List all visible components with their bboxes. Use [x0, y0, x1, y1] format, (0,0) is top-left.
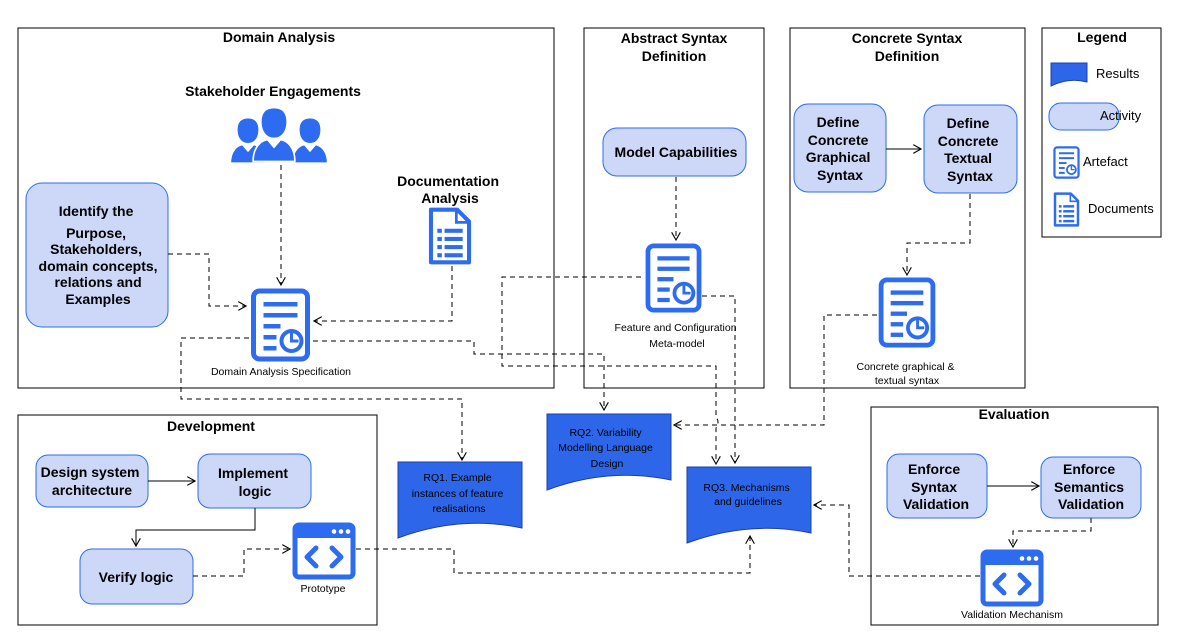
domain-analysis-frame: Domain Analysis — [17, 27, 555, 389]
metamodel-label: Feature and Configuration Meta-model — [615, 322, 740, 350]
people-icon — [229, 106, 329, 164]
define-graphical-syntax-activity: Define Concrete Graphical Syntax — [793, 103, 887, 193]
enforce-semantics-activity: Enforce Semantics Validation — [1040, 456, 1142, 519]
concrete-syntax-title-line1: Concrete Syntax — [852, 30, 963, 46]
legend-results: Results — [1050, 62, 1140, 87]
document-icon — [1053, 192, 1080, 227]
rq1-result: RQ1. Example instances of feature realis… — [397, 461, 523, 539]
rq2-text: RQ2. Variability Modelling Language Desi… — [558, 427, 656, 470]
legend-title: Legend — [1077, 29, 1127, 45]
enforce-syntax-text: Enforce Syntax Validation — [903, 461, 969, 512]
artefact-icon — [1053, 146, 1080, 179]
documentation-document-icon — [431, 210, 469, 263]
prototype-artefact: Prototype — [295, 525, 353, 595]
stakeholder-engagements-label: Stakeholder Engagements — [185, 83, 361, 99]
legend-documents-label: Documents — [1088, 201, 1154, 216]
identify-purpose-text: Identify the Purpose, Stakeholders, doma… — [39, 203, 162, 307]
legend-documents: Documents — [1053, 192, 1154, 227]
abstract-syntax-frame: Abstract Syntax Definition — [583, 27, 765, 389]
enforce-syntax-activity: Enforce Syntax Validation — [886, 453, 988, 519]
concrete-syntax-artefact: Concrete graphical & textual syntax — [857, 280, 958, 387]
implement-logic-activity: Implement logic — [197, 453, 312, 509]
validation-code-window-icon — [983, 552, 1041, 604]
legend-activity: Activity — [1048, 102, 1142, 131]
rq2-result: RQ2. Variability Modelling Language Desi… — [546, 413, 672, 491]
evaluation-frame: Evaluation — [870, 406, 1159, 626]
legend-activity-label: Activity — [1100, 108, 1142, 123]
verify-logic-activity: Verify logic — [79, 548, 194, 605]
design-system-activity: Design system architecture — [35, 454, 149, 508]
define-textual-syntax-activity: Define Concrete Textual Syntax — [923, 104, 1018, 194]
design-system-text: Design system architecture — [41, 464, 144, 498]
identify-purpose-activity: Identify the Purpose, Stakeholders, doma… — [25, 182, 169, 328]
concrete-syntax-title-line2: Definition — [875, 48, 940, 64]
validation-mechanism-label: Validation Mechanism — [961, 609, 1063, 621]
domain-analysis-spec: Domain Analysis Specification — [211, 291, 351, 378]
model-capabilities-activity: Model Capabilities — [602, 127, 747, 177]
development-title: Development — [167, 418, 255, 434]
verify-logic-text: Verify logic — [99, 569, 174, 585]
concrete-syntax-artefact-icon — [881, 280, 933, 345]
documentation-analysis-label: Documentation Analysis — [397, 173, 503, 206]
legend-results-label: Results — [1096, 66, 1140, 81]
domain-analysis-title: Domain Analysis — [223, 29, 336, 45]
legend-artefact: Artefact — [1053, 146, 1128, 179]
abstract-syntax-title-line1: Abstract Syntax — [621, 30, 728, 46]
define-textual-text: Define Concrete Textual Syntax — [938, 115, 1003, 184]
rq1-text: RQ1. Example instances of feature realis… — [412, 472, 507, 515]
enforce-semantics-text: Enforce Semantics Validation — [1054, 461, 1128, 512]
domain-analysis-spec-label: Domain Analysis Specification — [211, 366, 351, 378]
implement-logic-text: Implement logic — [218, 465, 292, 499]
evaluation-title: Evaluation — [979, 406, 1050, 422]
documentation-analysis: Documentation Analysis — [397, 173, 503, 263]
concrete-syntax-frame: Concrete Syntax Definition — [789, 27, 1026, 389]
metamodel-artefact-icon — [648, 246, 699, 310]
results-shape-icon — [1050, 62, 1088, 87]
validation-mechanism-artefact: Validation Mechanism — [961, 552, 1063, 621]
activity-shape-icon — [1048, 102, 1120, 131]
abstract-syntax-title-line2: Definition — [642, 48, 707, 64]
legend-artefact-label: Artefact — [1083, 154, 1128, 169]
connectors — [136, 149, 1092, 577]
rq3-result: RQ3. Mechanisms and guidelines — [686, 466, 812, 544]
rq3-text: RQ3. Mechanisms and guidelines — [703, 482, 792, 508]
domain-spec-artefact-icon — [254, 291, 308, 359]
feature-config-metamodel: Feature and Configuration Meta-model — [615, 246, 740, 350]
development-frame: Development — [17, 414, 378, 626]
code-window-icon — [295, 525, 353, 577]
legend-frame: Legend — [1041, 27, 1162, 238]
model-capabilities-text: Model Capabilities — [615, 144, 738, 160]
define-graphical-text: Define Concrete Graphical Syntax — [806, 114, 874, 183]
prototype-label: Prototype — [301, 583, 346, 595]
concrete-syntax-artefact-label: Concrete graphical & textual syntax — [857, 361, 958, 387]
